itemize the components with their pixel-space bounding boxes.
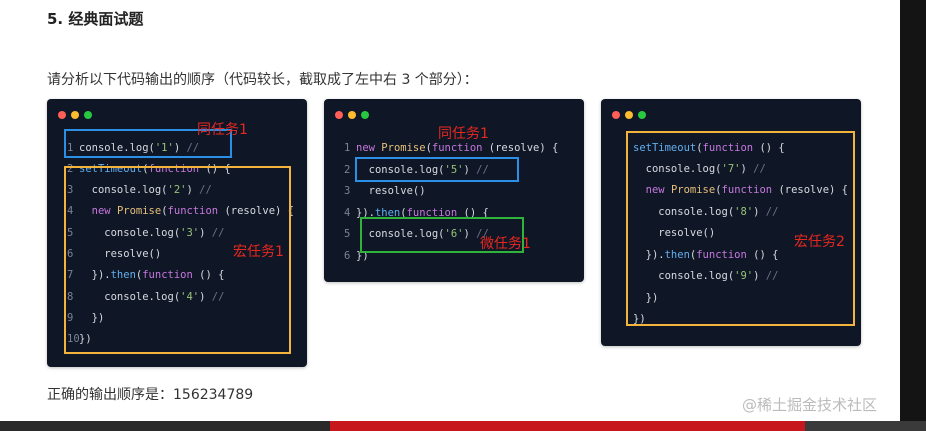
- code-text: console.log('4') //: [79, 291, 225, 303]
- macro-task-1-label: 宏任务1: [233, 244, 284, 260]
- code-line: 4 new Promise(function (resolve) {: [67, 204, 294, 218]
- minimize-dot-icon: [348, 111, 356, 119]
- minimize-dot-icon: [71, 111, 79, 119]
- line-number: 6: [344, 250, 351, 262]
- code-line: setTimeout(function () {: [621, 141, 785, 155]
- line-number: 1: [344, 142, 351, 154]
- code-text: }): [79, 312, 105, 324]
- section-heading: 5. 经典面试题: [47, 10, 144, 28]
- answer-text: 正确的输出顺序是：156234789: [47, 387, 254, 403]
- code-line: 6 resolve(): [67, 247, 161, 261]
- code-line: 2 console.log('5') //: [344, 163, 489, 177]
- maximize-dot-icon: [361, 111, 369, 119]
- code-line: 4 }).then(function () {: [344, 206, 489, 220]
- code-line: }).then(function () {: [621, 248, 779, 262]
- sync-task-label: 同任务1: [438, 126, 489, 142]
- code-text: console.log('6') //: [356, 228, 489, 240]
- code-line: console.log('9') //: [621, 269, 778, 283]
- code-line: 8 console.log('4') //: [67, 290, 224, 304]
- macro-task-2-highlight: [626, 131, 855, 326]
- code-text: console.log('9') //: [633, 270, 779, 282]
- macro-task-2-label: 宏任务2: [794, 234, 845, 250]
- code-line: 5 console.log('6') //: [344, 227, 489, 241]
- code-line: new Promise(function (resolve) {: [621, 183, 848, 197]
- window-controls: [58, 111, 92, 119]
- bottom-bar: [0, 421, 926, 431]
- line-number: 7: [67, 269, 74, 281]
- line-number: 9: [67, 312, 74, 324]
- code-line: 1 console.log('1') //: [67, 141, 199, 155]
- line-number: 4: [67, 205, 74, 217]
- right-dark-strip: [900, 0, 926, 421]
- code-window-right: setTimeout(function () { console.log('7'…: [601, 99, 861, 346]
- line-number: 5: [344, 228, 351, 240]
- code-text: new Promise(function (resolve) {: [645, 184, 848, 196]
- maximize-dot-icon: [84, 111, 92, 119]
- code-text: resolve(): [356, 185, 426, 197]
- code-text: }): [633, 292, 659, 304]
- line-number: 6: [67, 248, 74, 260]
- code-line: }): [621, 291, 659, 305]
- sync-task-highlight: [64, 129, 232, 158]
- code-window-middle: 1 new Promise(function (resolve) { 2 cons…: [324, 99, 584, 282]
- window-controls: [335, 111, 369, 119]
- code-line: 5 console.log('3') //: [67, 226, 224, 240]
- line-number: 4: [344, 207, 351, 219]
- question-intro: 请分析以下代码输出的顺序（代码较长，截取成了左中右 3 个部分）：: [47, 72, 478, 88]
- code-text: }): [356, 250, 369, 262]
- line-number: 3: [344, 185, 351, 197]
- sync-task-label: 同任务1: [197, 122, 248, 138]
- code-text: console.log('3') //: [79, 227, 225, 239]
- code-text: resolve(): [79, 248, 162, 260]
- window-controls: [612, 111, 646, 119]
- code-text: new Promise(function (resolve) {: [356, 142, 559, 154]
- code-line: 9 }): [67, 311, 104, 325]
- code-line: console.log('8') //: [621, 205, 778, 219]
- code-text: console.log('5') //: [356, 164, 489, 176]
- minimize-dot-icon: [625, 111, 633, 119]
- code-text: console.log('7') //: [633, 163, 766, 175]
- code-text: console.log('1') //: [79, 142, 200, 154]
- close-dot-icon: [612, 111, 620, 119]
- micro-task-1-highlight: [360, 217, 524, 253]
- line-number: 1: [67, 142, 74, 154]
- code-line: }): [621, 312, 646, 326]
- code-line: 7 }).then(function () {: [67, 268, 224, 282]
- code-line: resolve(): [621, 226, 715, 240]
- maximize-dot-icon: [638, 111, 646, 119]
- code-line: 10}): [67, 332, 92, 346]
- bottom-bar-dark-segment: [0, 421, 330, 431]
- close-dot-icon: [335, 111, 343, 119]
- close-dot-icon: [58, 111, 66, 119]
- code-text: console.log('2') //: [79, 184, 212, 196]
- code-text: }).then(function () {: [79, 269, 225, 281]
- code-text: resolve(): [633, 227, 716, 239]
- code-line: 6}): [344, 249, 369, 263]
- line-number: 8: [67, 291, 74, 303]
- code-text: }).then(function () {: [356, 207, 489, 219]
- code-line: 3 console.log('2') //: [67, 183, 212, 197]
- line-number: 2: [67, 163, 74, 175]
- line-number: 3: [67, 184, 74, 196]
- code-text: console.log('8') //: [633, 206, 779, 218]
- bottom-bar-right-segment: [805, 421, 926, 431]
- code-line: 3 resolve(): [344, 184, 426, 198]
- micro-task-1-label: 微任务1: [480, 236, 531, 252]
- code-text: }).then(function () {: [633, 249, 779, 261]
- watermark: @稀土掘金技术社区: [742, 396, 878, 414]
- line-number: 10: [67, 333, 80, 345]
- code-line: 1 new Promise(function (resolve) {: [344, 141, 558, 155]
- code-text: }): [79, 333, 92, 345]
- code-line: console.log('7') //: [621, 162, 766, 176]
- sync-task-highlight: [355, 157, 519, 182]
- code-text: }): [633, 313, 646, 325]
- macro-task-1-highlight: [64, 166, 291, 354]
- line-number: 2: [344, 164, 351, 176]
- code-text: setTimeout(function () {: [633, 142, 785, 154]
- line-number: 5: [67, 227, 74, 239]
